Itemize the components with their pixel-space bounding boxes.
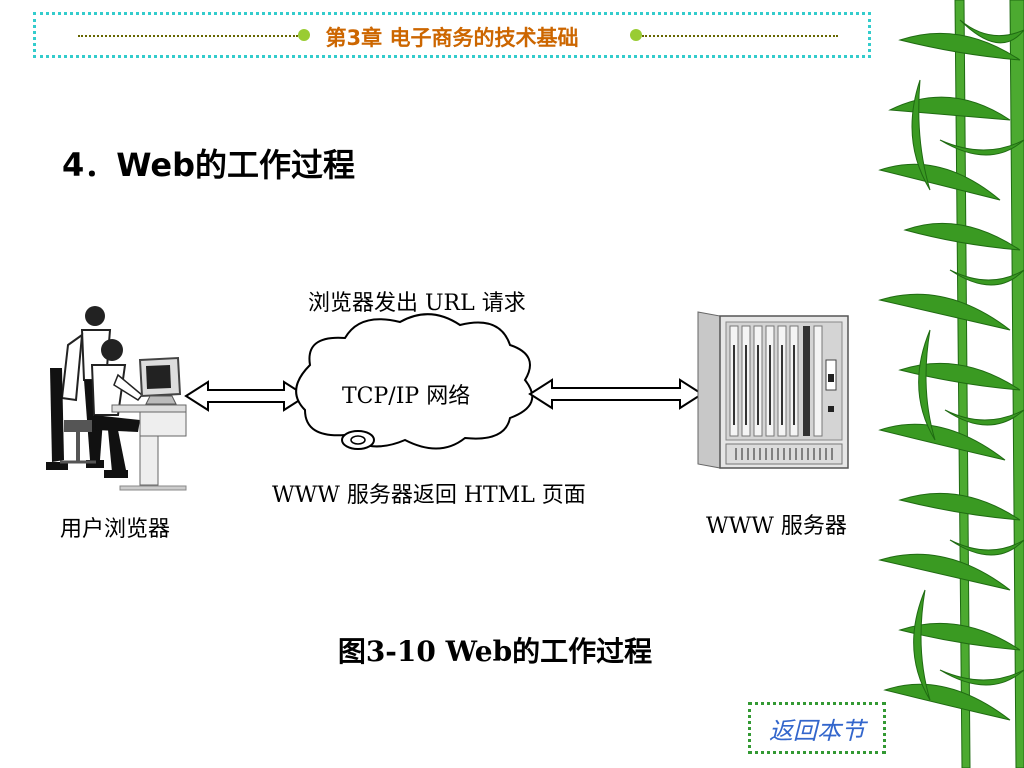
client-label: 用户浏览器 <box>60 517 171 542</box>
request-label: 浏览器发出 URL 请求 <box>308 291 526 316</box>
left-double-arrow <box>184 380 308 412</box>
banner-right-bullet <box>630 29 642 41</box>
client-illustration <box>46 306 187 491</box>
server-rack-illustration <box>697 311 849 469</box>
return-to-section-button[interactable]: 返回本节 <box>748 702 886 754</box>
right-double-arrow <box>528 378 704 410</box>
section-heading: 4．Web的工作过程 <box>62 146 356 184</box>
response-label: WWW 服务器返回 HTML 页面 <box>272 483 586 508</box>
banner-right-dots <box>642 35 838 37</box>
banner-left-bullet <box>298 29 310 41</box>
figure-caption: 图3-10 Web的工作过程 <box>337 635 653 668</box>
return-to-section-label: 返回本节 <box>769 716 865 745</box>
network-cloud <box>295 313 534 450</box>
chapter-title: 第3章 电子商务的技术基础 <box>325 26 579 50</box>
banner-left-dots <box>78 35 298 37</box>
server-label: WWW 服务器 <box>706 514 847 539</box>
chapter-banner: 第3章 电子商务的技术基础 <box>33 12 871 58</box>
network-label: TCP/IP 网络 <box>342 384 471 409</box>
